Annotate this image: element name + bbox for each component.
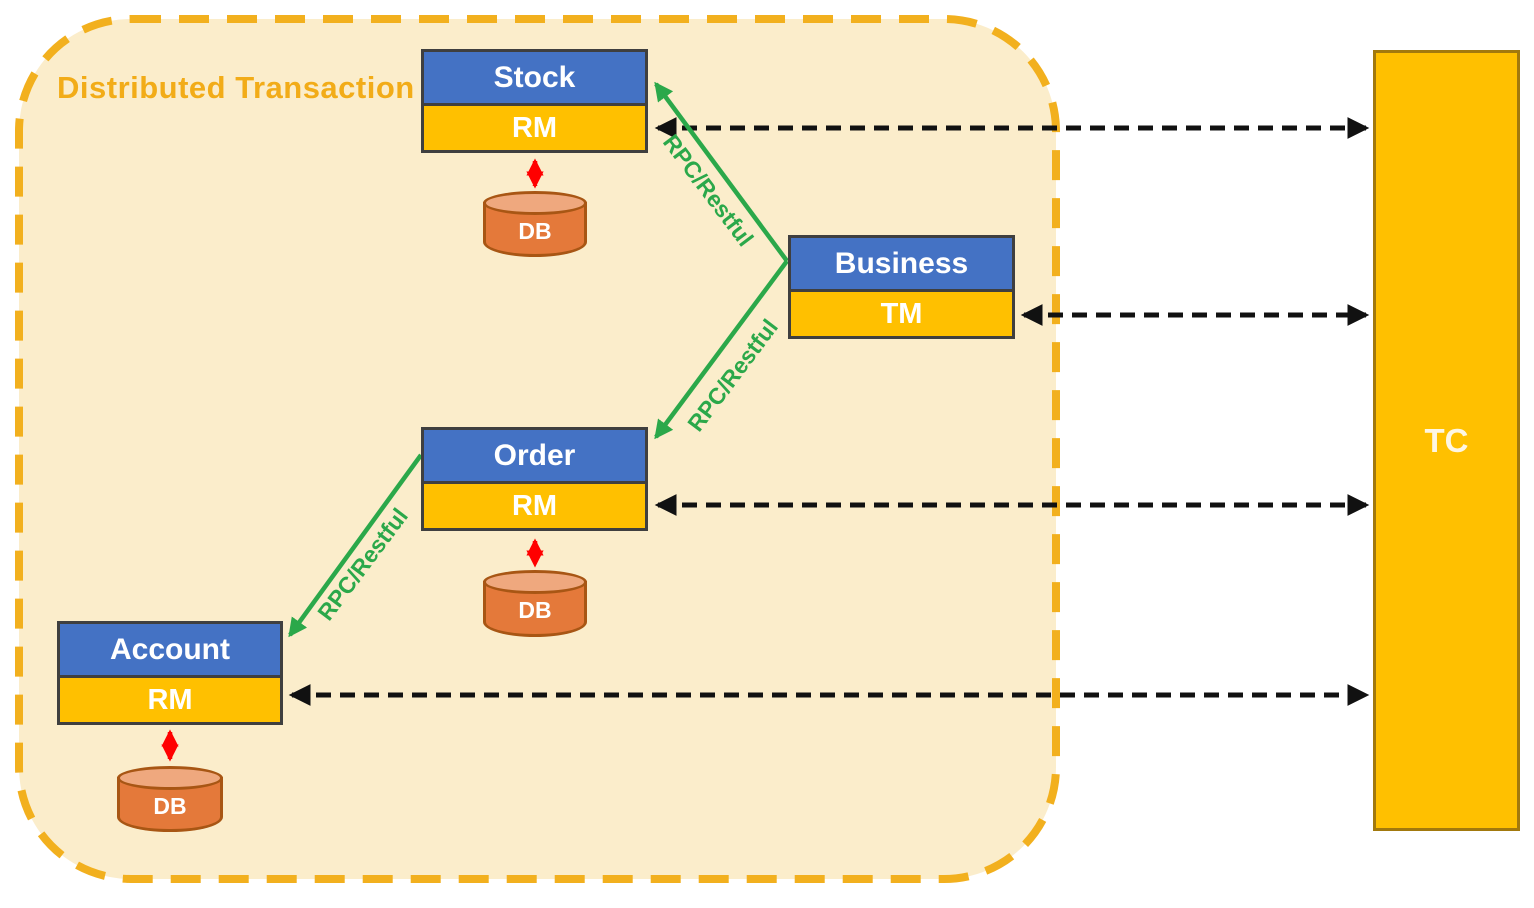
container-title: Distributed Transaction [57, 70, 415, 105]
node-stock-title: Stock [421, 49, 648, 103]
db-cylinder-top [483, 191, 587, 215]
order-db-label: DB [518, 597, 552, 623]
stock-db-cylinder: DB [483, 191, 587, 257]
node-order: Order RM [421, 427, 648, 531]
order-db-cylinder: DB [483, 570, 587, 637]
node-stock-rm-band: RM [421, 103, 648, 153]
call-business-to-stock [654, 81, 789, 263]
node-order-rm-band: RM [421, 481, 648, 531]
node-account-title: Account [57, 621, 283, 675]
node-business-title: Business [788, 235, 1015, 289]
node-tc: TC [1373, 50, 1520, 831]
node-stock: Stock RM [421, 49, 648, 153]
node-account-rm-band: RM [57, 675, 283, 725]
db-cylinder-top [117, 766, 223, 790]
account-db-label: DB [153, 793, 187, 819]
call-business-to-order [654, 259, 789, 440]
db-cylinder-top [483, 570, 587, 594]
node-business: Business TM [788, 235, 1015, 339]
node-order-title: Order [421, 427, 648, 481]
stock-db-label: DB [518, 218, 552, 244]
node-business-tm-band: TM [788, 289, 1015, 339]
tc-label: TC [1424, 421, 1469, 459]
node-account: Account RM [57, 621, 283, 725]
account-db-cylinder: DB [117, 766, 223, 832]
call-order-to-account [288, 453, 423, 638]
